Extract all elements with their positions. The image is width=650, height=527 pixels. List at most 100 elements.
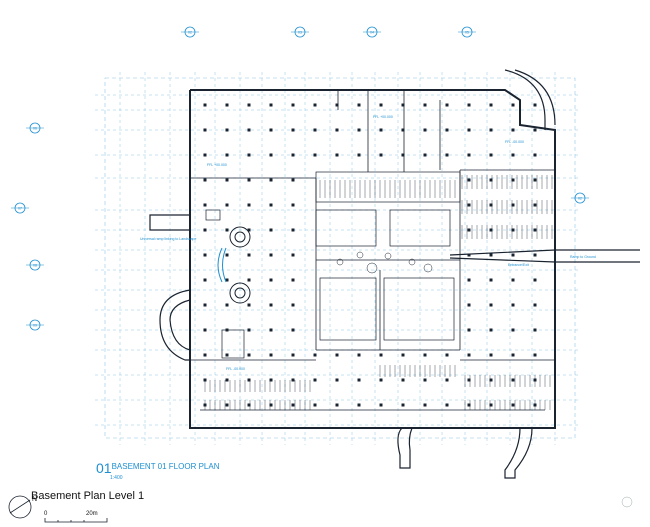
- column: [357, 353, 361, 357]
- column: [445, 128, 449, 132]
- column: [401, 378, 405, 382]
- column: [511, 378, 515, 382]
- section-callout: 08: [26, 259, 44, 271]
- column: [467, 103, 471, 107]
- section-callout: 02: [181, 26, 199, 38]
- column: [269, 278, 273, 282]
- column: [225, 403, 229, 407]
- column: [269, 153, 273, 157]
- callout-number: 07: [18, 207, 22, 211]
- column: [203, 278, 207, 282]
- column: [335, 403, 339, 407]
- column: [467, 203, 471, 207]
- column: [291, 403, 295, 407]
- column: [203, 178, 207, 182]
- column: [467, 278, 471, 282]
- column: [511, 278, 515, 282]
- column: [269, 103, 273, 107]
- section-callout: 05: [458, 26, 476, 38]
- column: [467, 228, 471, 232]
- column: [401, 128, 405, 132]
- column: [379, 378, 383, 382]
- column: [445, 378, 449, 382]
- column: [511, 103, 515, 107]
- column: [203, 228, 207, 232]
- column: [533, 353, 537, 357]
- column: [225, 303, 229, 307]
- section-callout: 07: [11, 202, 29, 214]
- parking-stalls: [204, 175, 553, 410]
- structural-grid: [95, 72, 580, 445]
- column: [291, 328, 295, 332]
- building-outline: [189, 89, 556, 429]
- column: [489, 253, 493, 257]
- column: [533, 403, 537, 407]
- column: [489, 328, 493, 332]
- column: [489, 103, 493, 107]
- column: [533, 128, 537, 132]
- column: [511, 403, 515, 407]
- drawing-caption: Basement Plan Level 1: [31, 490, 145, 502]
- drawing-name: BASEMENT 01 FLOOR PLAN: [111, 462, 220, 471]
- column: [313, 153, 317, 157]
- column: [225, 128, 229, 132]
- column: [247, 303, 251, 307]
- column: [225, 103, 229, 107]
- column: [445, 103, 449, 107]
- column: [225, 278, 229, 282]
- column: [203, 303, 207, 307]
- column: [225, 178, 229, 182]
- column: [335, 103, 339, 107]
- column: [511, 178, 515, 182]
- scale-start-label: 0: [44, 511, 48, 517]
- column: [247, 128, 251, 132]
- column: [291, 378, 295, 382]
- drawing-title-block: 01BASEMENT 01 FLOOR PLAN 1:400: [96, 460, 220, 481]
- column: [225, 253, 229, 257]
- column: [489, 403, 493, 407]
- callout-number: 06: [33, 127, 37, 131]
- north-arrow: N: [8, 495, 37, 519]
- drawing-number: 01: [96, 460, 112, 476]
- column: [533, 303, 537, 307]
- column: [467, 178, 471, 182]
- section-callout: 04: [363, 26, 381, 38]
- column: [357, 153, 361, 157]
- drawing-scale: 1:400: [110, 475, 123, 481]
- service-cores: [205, 171, 461, 359]
- column: [269, 228, 273, 232]
- column: [489, 303, 493, 307]
- column: [247, 228, 251, 232]
- section-callout: 06: [26, 122, 44, 134]
- column: [423, 153, 427, 157]
- column: [467, 328, 471, 332]
- column: [291, 103, 295, 107]
- column: [401, 403, 405, 407]
- column: [291, 178, 295, 182]
- column: [225, 353, 229, 357]
- column: [269, 253, 273, 257]
- section-callout: 09: [26, 319, 44, 331]
- scale-end-label: 20m: [86, 511, 98, 517]
- column: [489, 178, 493, 182]
- column: [467, 403, 471, 407]
- link-note: Universal ramp linking to Landscape: [140, 237, 196, 241]
- column: [489, 353, 493, 357]
- column: [203, 103, 207, 107]
- column: [511, 128, 515, 132]
- callout-number: 03: [298, 31, 302, 35]
- column: [423, 128, 427, 132]
- callout-number: 09: [33, 324, 37, 328]
- column: [225, 378, 229, 382]
- column: [269, 353, 273, 357]
- column: [379, 353, 383, 357]
- column: [269, 203, 273, 207]
- column: [247, 203, 251, 207]
- column: [489, 128, 493, 132]
- column: [533, 103, 537, 107]
- column: [335, 153, 339, 157]
- column: [533, 203, 537, 207]
- column: [247, 278, 251, 282]
- column: [489, 378, 493, 382]
- column: [335, 378, 339, 382]
